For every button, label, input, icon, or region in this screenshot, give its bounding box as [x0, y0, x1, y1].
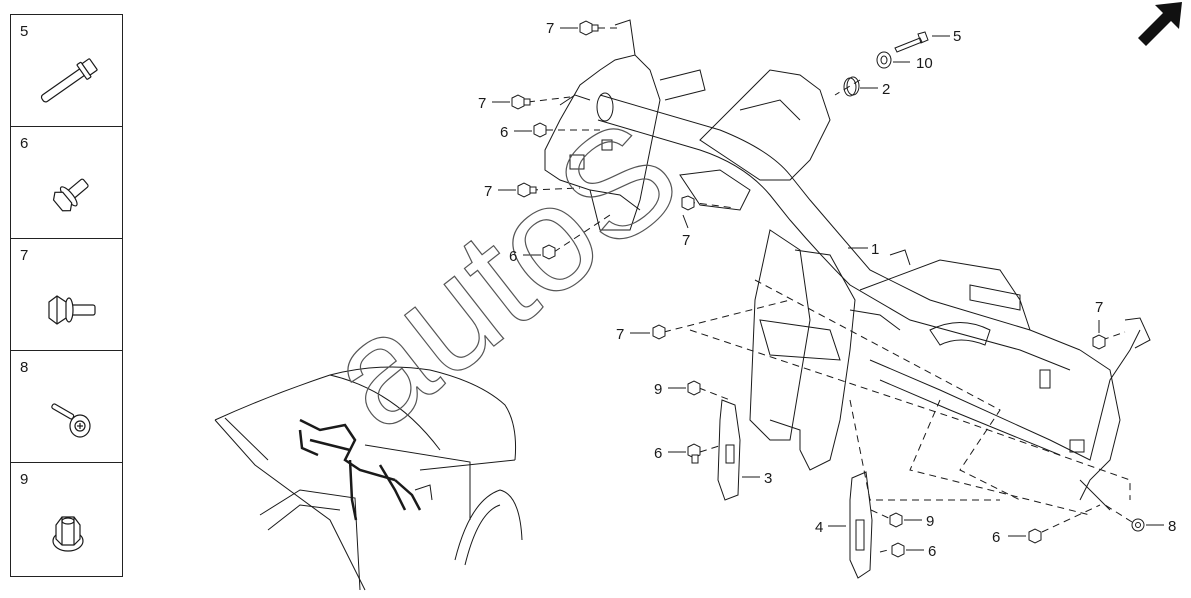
nut-9-b: [889, 512, 903, 528]
callout-7: 7: [1095, 299, 1103, 316]
washer-screw-icon: [51, 403, 91, 438]
legend-number: 9: [20, 471, 29, 488]
callout-6: 6: [500, 124, 508, 141]
assembly-dashed-lines: [527, 27, 1133, 553]
callout-4: 4: [815, 519, 823, 536]
callout-10: 10: [916, 55, 933, 72]
callout-2: 2: [882, 81, 890, 98]
callout-6: 6: [992, 529, 1000, 546]
legend-number: 7: [20, 247, 29, 264]
callout-7: 7: [478, 95, 486, 112]
callout-5: 5: [953, 28, 961, 45]
callout-7: 7: [546, 20, 554, 37]
hex-flange-bolt-icon: [48, 295, 96, 325]
callout-9: 9: [926, 513, 934, 530]
bolt-6-d: [891, 542, 905, 558]
callout-6: 6: [654, 445, 662, 462]
bolt-7-right: [1092, 334, 1106, 350]
legend-number: 5: [20, 23, 29, 40]
callout-7: 7: [616, 326, 624, 343]
legend-number: 8: [20, 359, 29, 376]
legend-item-7: 7: [11, 239, 122, 351]
bolt-6-b: [542, 244, 556, 260]
callout-6: 6: [509, 248, 517, 265]
callout-1: 1: [871, 241, 879, 258]
legend-item-9: 9: [11, 463, 122, 575]
vehicle-location-view: [214, 366, 523, 591]
fastener-symbols: [511, 20, 1145, 558]
legend-item-5: 5: [11, 15, 122, 127]
watermark: autoS: [296, 86, 708, 460]
front-direction-arrow-icon: [1138, 2, 1182, 46]
bolt-6-e: [1028, 528, 1042, 544]
bolt-6-c: [687, 443, 701, 464]
callout-9: 9: [654, 381, 662, 398]
steering-support-beam: [544, 19, 1151, 579]
callout-7: 7: [484, 183, 492, 200]
legend-item-8: 8: [11, 351, 122, 463]
bolt-7-mid: [681, 195, 695, 211]
callout-3: 3: [764, 470, 772, 487]
long-flange-bolt-icon: [40, 58, 98, 103]
callout-6: 6: [928, 543, 936, 560]
bolt-7-a: [511, 94, 531, 110]
nut-9-a: [687, 380, 701, 396]
callout-leaders: [492, 27, 1164, 551]
hex-flange-bolt-icon: [52, 178, 89, 212]
callout-7: 7: [682, 232, 690, 249]
bolt-7-top: [579, 20, 599, 36]
bolt-7-left: [652, 324, 666, 340]
screw-8: [1131, 518, 1145, 532]
bolt-7-b: [517, 182, 537, 198]
legend-item-6: 6: [11, 127, 122, 239]
callout-8: 8: [1168, 518, 1176, 535]
legend-number: 6: [20, 135, 29, 152]
fastener-legend: 5 6 7: [10, 14, 123, 577]
flange-nut-icon: [52, 516, 84, 552]
bolt-6-a: [533, 122, 547, 138]
